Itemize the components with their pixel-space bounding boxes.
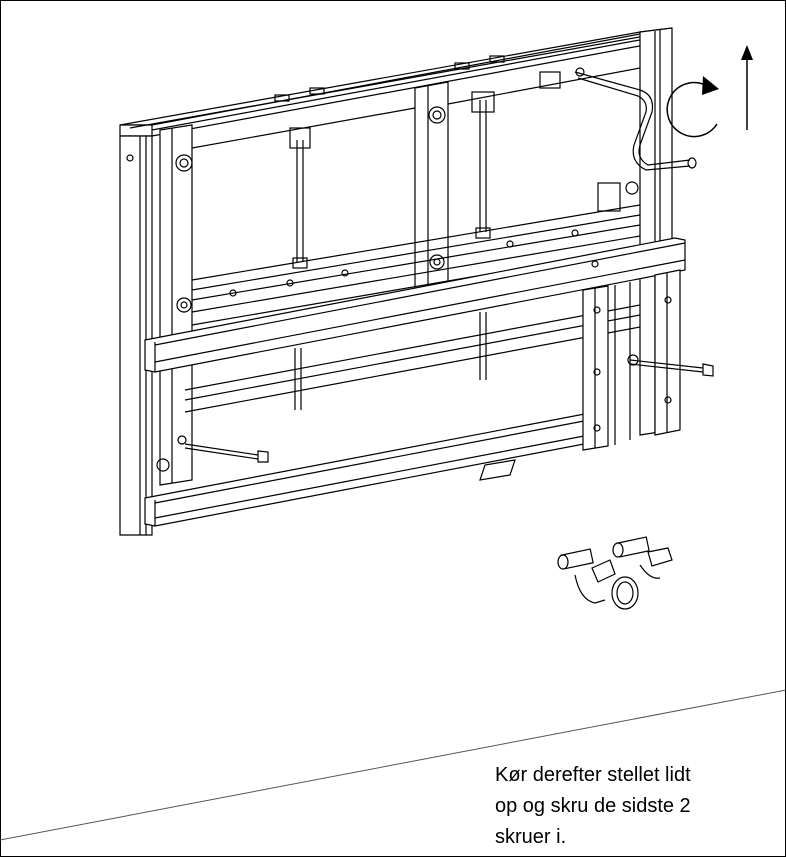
lower-sliding-frame [144, 237, 686, 527]
instruction-line: skruer i. [495, 826, 567, 848]
arrow-up-icon [741, 45, 753, 130]
screws [184, 354, 714, 463]
instruction-line: Kør derefter stellet lidt [495, 764, 691, 786]
loose-fittings [557, 536, 673, 610]
instruction-line: op og skru de sidste 2 [495, 795, 691, 817]
floor-line [0, 689, 786, 841]
clockwise-rotation-icon [666, 76, 719, 138]
instruction-text: Kør derefter stellet lidt op og skru de … [495, 760, 780, 853]
